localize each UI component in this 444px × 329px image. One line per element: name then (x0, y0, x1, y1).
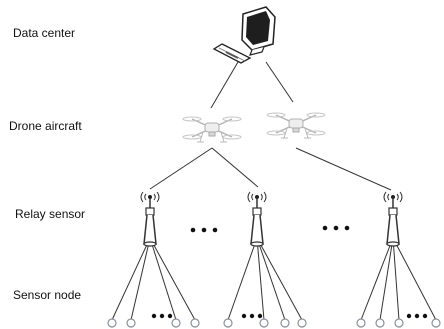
sensor-node-icon (190, 318, 200, 328)
relay-sensor-icon (140, 191, 160, 247)
label-relay-sensor: Relay sensor (15, 207, 85, 221)
relay-sensor-icon (247, 191, 267, 247)
label-sensor-node: Sensor node (13, 288, 81, 302)
sensor-node-icon (431, 318, 441, 328)
sensor-node-icon (297, 318, 307, 328)
sensor-ellipsis (241, 313, 263, 319)
relay-ellipsis (322, 225, 350, 231)
computer-icon (212, 6, 276, 64)
datacenter-drone-links (210, 61, 294, 109)
sensor-nodes (107, 318, 441, 328)
label-data-center: Data center (13, 26, 75, 40)
drone-relay-links (149, 147, 392, 191)
drone-icon (266, 112, 326, 139)
drone-icon (182, 116, 242, 143)
sensor-node-icon (259, 318, 269, 328)
relay-sensor-icon (383, 191, 403, 247)
sensor-node-icon (375, 318, 385, 328)
sensor-node-icon (223, 318, 233, 328)
sensor-ellipsis (406, 313, 428, 319)
relay-ellipsis (190, 227, 218, 233)
sensor-node-icon (171, 318, 181, 328)
sensor-node-icon (126, 318, 136, 328)
sensor-node-icon (280, 318, 290, 328)
sensor-node-icon (356, 318, 366, 328)
sensor-ellipsis (151, 313, 173, 319)
sensor-node-icon (107, 318, 117, 328)
sensor-node-icon (394, 318, 404, 328)
relay-sensor-links (111, 237, 437, 321)
label-drone-aircraft: Drone aircraft (9, 119, 82, 133)
